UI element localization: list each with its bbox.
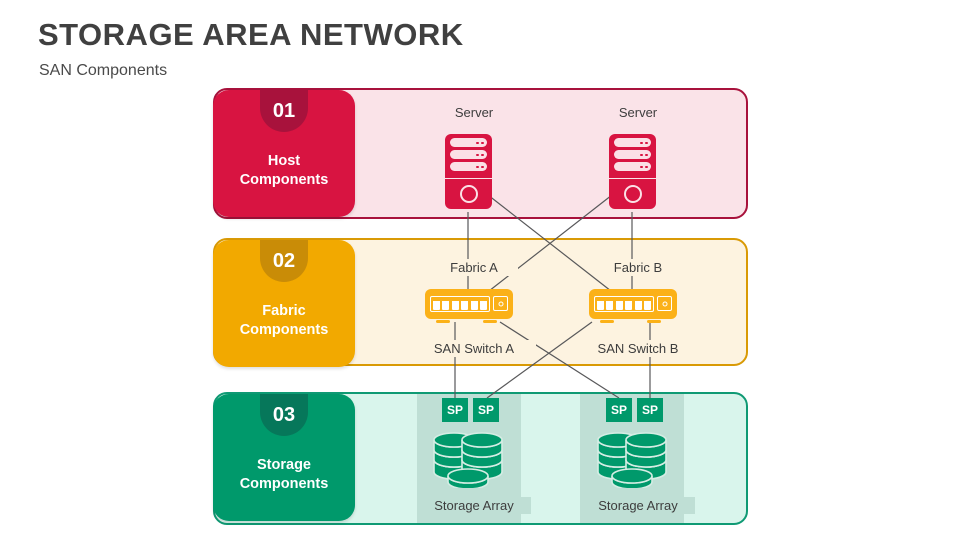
fabric-b-label: Fabric B: [594, 259, 682, 276]
san-switch-a-icon[interactable]: [425, 289, 513, 325]
host-card-label: Host Components: [213, 152, 355, 190]
storage-step-badge: 03: [260, 394, 308, 436]
sp-b1[interactable]: SP: [606, 398, 632, 422]
switch-b-foot-left: [600, 320, 614, 324]
san-switch-b-label: SAN Switch B: [576, 340, 700, 357]
fabric-step-badge: 02: [260, 240, 308, 282]
switch-a-foot-left: [436, 320, 450, 324]
storage-card-label-line1: Storage: [257, 457, 311, 473]
storage-components-card[interactable]: 03 Storage Components: [213, 394, 355, 521]
switch-b-ports: [594, 296, 654, 312]
sp-a2[interactable]: SP: [473, 398, 499, 422]
switch-a-ports: [430, 296, 490, 312]
sp-b2[interactable]: SP: [637, 398, 663, 422]
fabric-card-label-line2: Components: [239, 322, 329, 339]
fabric-card-label-line1: Fabric: [262, 303, 306, 319]
switch-b-body: [589, 289, 677, 319]
switch-a-body: [425, 289, 513, 319]
switch-b-foot-right: [647, 320, 661, 324]
server-bay: [614, 138, 651, 147]
fabric-a-label: Fabric A: [430, 259, 518, 276]
storage-array-a-disks[interactable]: [432, 432, 504, 488]
server-a-label: Server: [430, 104, 518, 121]
server-bay: [450, 138, 487, 147]
host-card-label-line2: Components: [239, 172, 329, 189]
storage-card-label-line2: Components: [239, 476, 329, 493]
san-switch-b-icon[interactable]: [589, 289, 677, 325]
storage-array-b-disks[interactable]: [596, 432, 668, 488]
server-b-icon[interactable]: [609, 134, 656, 209]
page-subtitle: SAN Components: [39, 62, 168, 79]
host-components-card[interactable]: 01 Host Components: [213, 90, 355, 217]
fabric-components-card[interactable]: 02 Fabric Components: [213, 240, 355, 367]
server-b-dial: [609, 179, 656, 209]
server-a-icon[interactable]: [445, 134, 492, 209]
switch-a-indicator: [493, 296, 508, 311]
storage-array-a-label: Storage Array: [417, 497, 531, 514]
server-a-bays: [445, 134, 492, 178]
server-bay: [614, 150, 651, 159]
server-b-bays: [609, 134, 656, 178]
sp-a1[interactable]: SP: [442, 398, 468, 422]
storage-array-b-label: Storage Array: [581, 497, 695, 514]
switch-b-indicator: [657, 296, 672, 311]
storage-card-label: Storage Components: [213, 456, 355, 494]
host-step-badge: 01: [260, 90, 308, 132]
server-bay: [450, 162, 487, 171]
san-switch-a-label: SAN Switch A: [412, 340, 536, 357]
server-bay: [614, 162, 651, 171]
server-b-label: Server: [594, 104, 682, 121]
server-bay: [450, 150, 487, 159]
page-title: STORAGE AREA NETWORK: [38, 17, 464, 52]
switch-a-foot-right: [483, 320, 497, 324]
fabric-card-label: Fabric Components: [213, 302, 355, 340]
host-card-label-line1: Host: [267, 153, 301, 169]
server-a-dial: [445, 179, 492, 209]
